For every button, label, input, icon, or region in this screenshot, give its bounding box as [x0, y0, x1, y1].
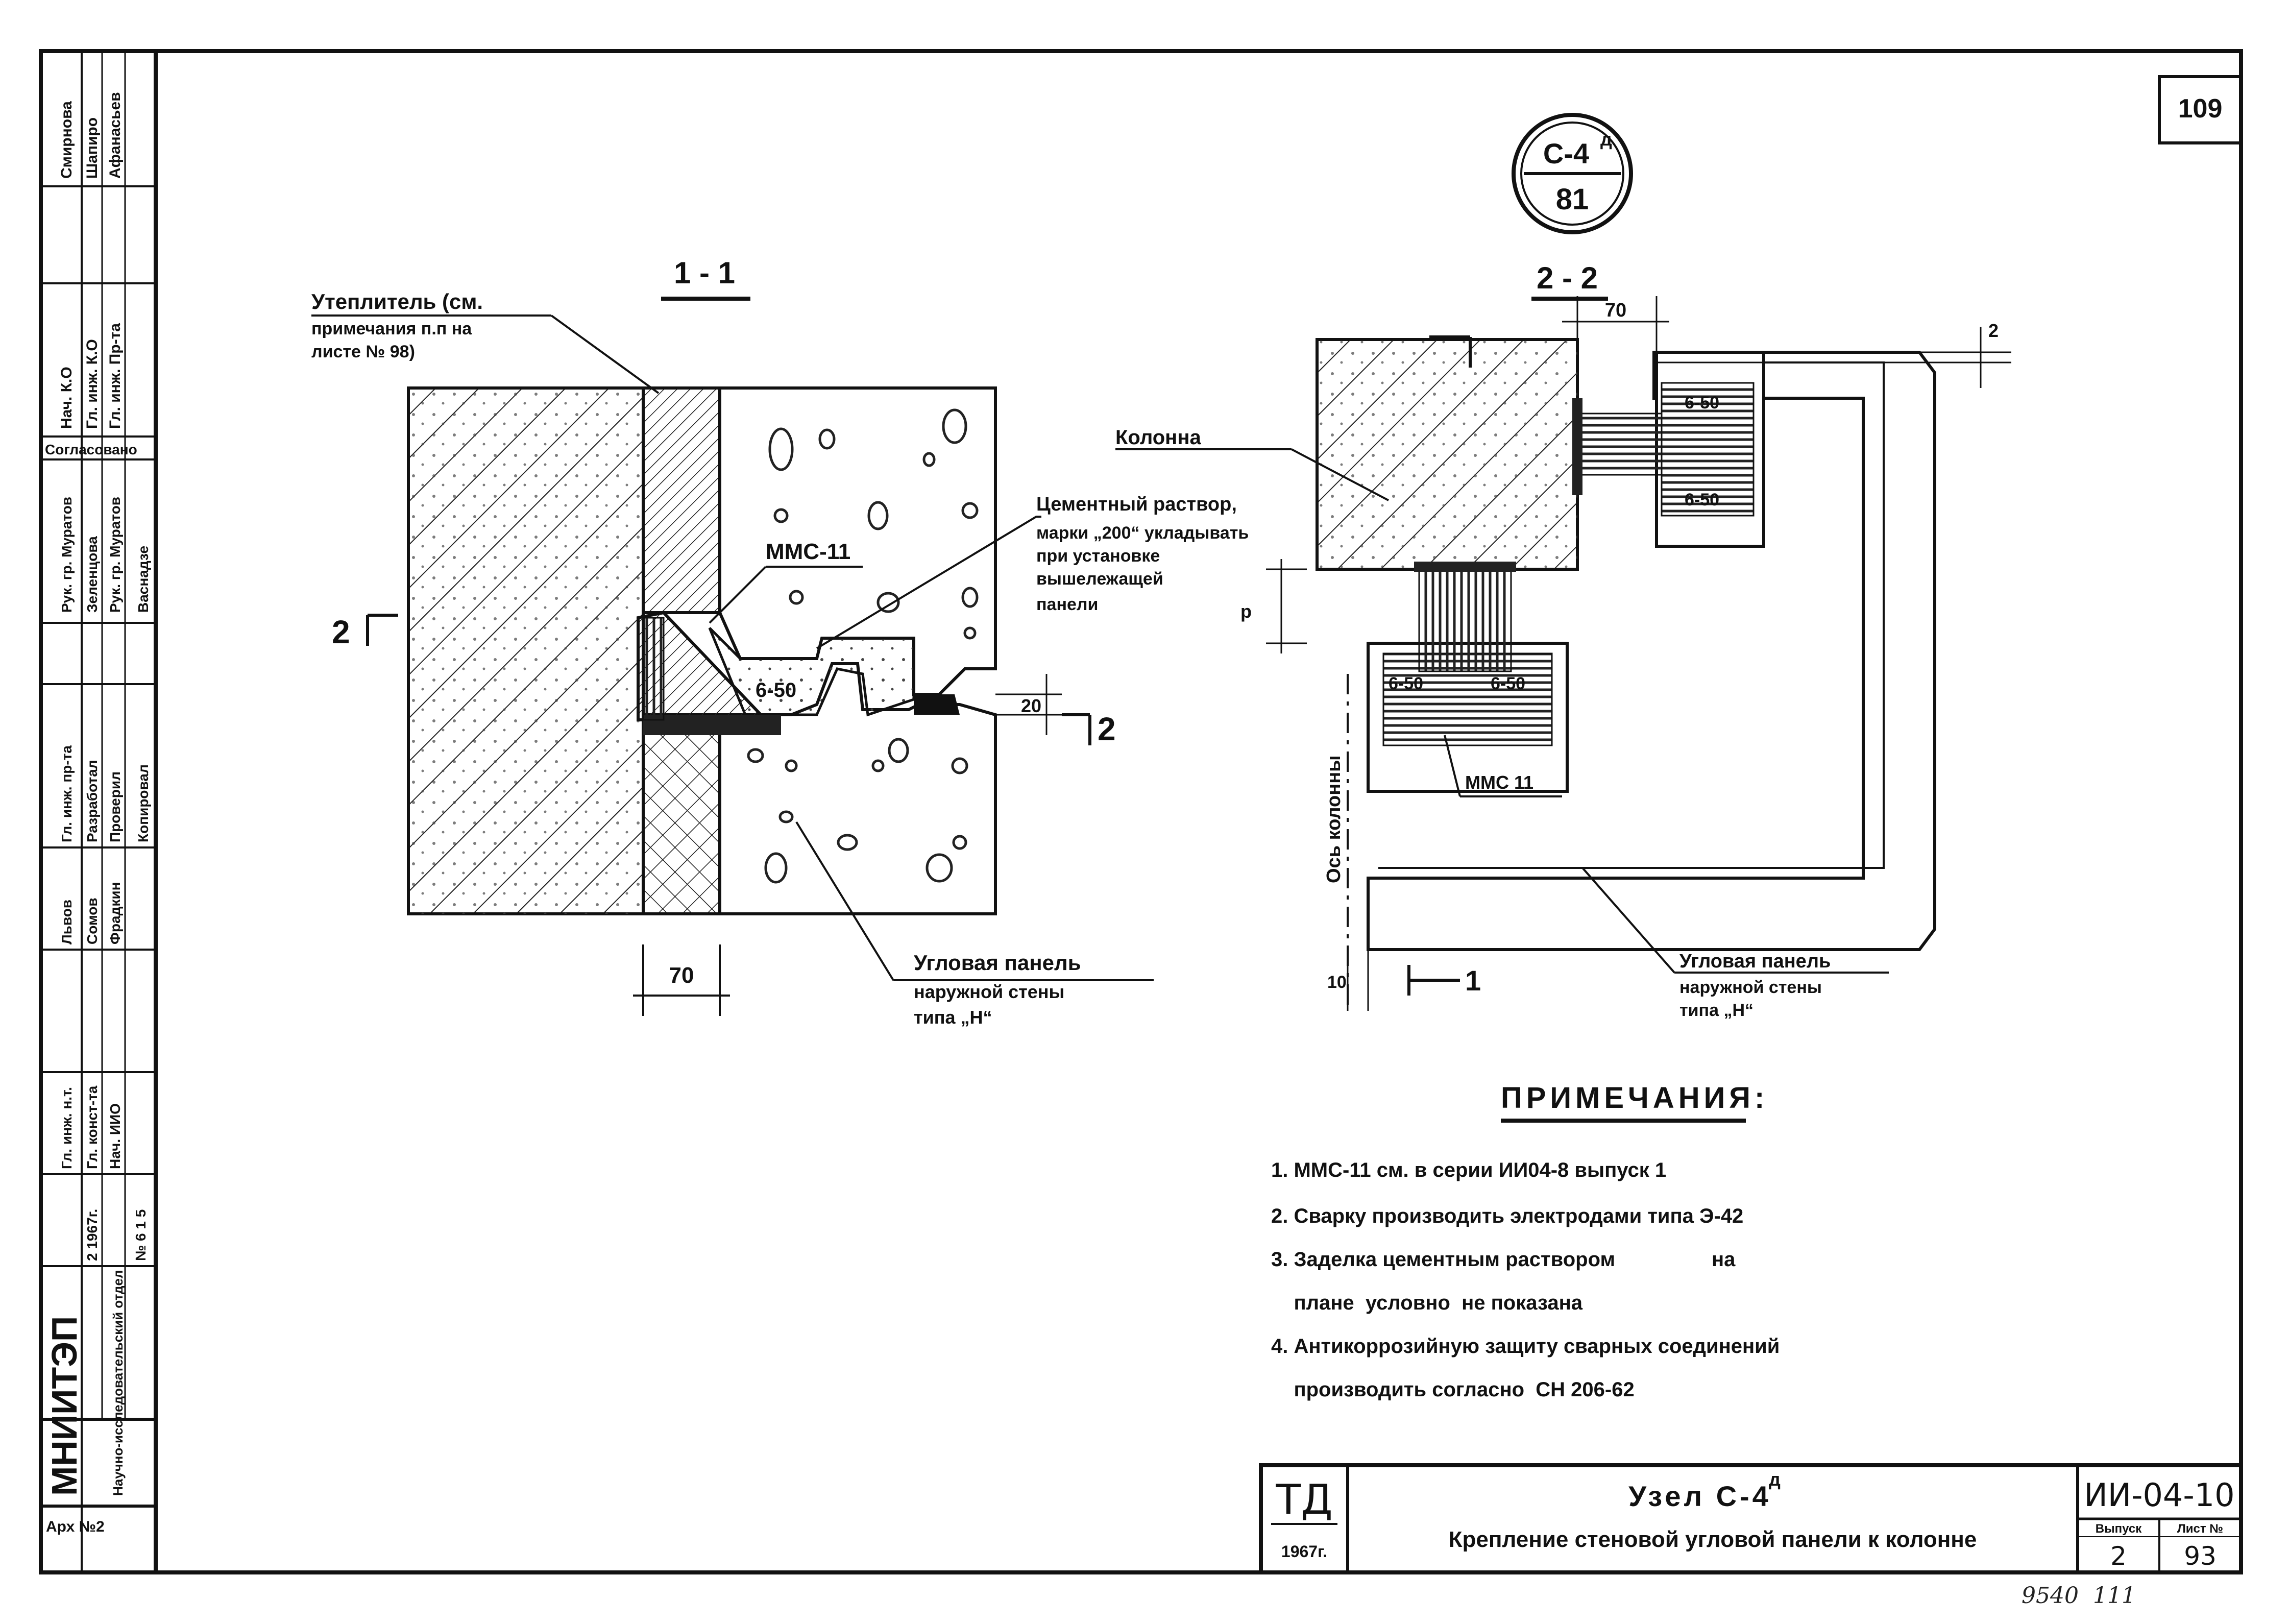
stamp-role-low-1: Гл. инж. пр-та — [59, 745, 75, 842]
stamp-role-bottom-1: Гл. инж. н.т. — [59, 1087, 75, 1169]
stamp-name-low-3: Фрадкин — [107, 882, 123, 945]
notes-block: ПРИМЕЧАНИЯ: 1. ММС-11 см. в серии ИИ04-8… — [1271, 1081, 1780, 1401]
weld-label-2d: 6-50 — [1491, 674, 1525, 693]
title-series: ИИ-04-10 — [2084, 1476, 2234, 1514]
stamp-archive: Арх №2 — [46, 1518, 105, 1535]
mortar-note-5: панели — [1036, 595, 1098, 614]
dim-10: 10 — [1327, 973, 1347, 992]
insulation-note-2: примечания п.п на — [311, 319, 472, 338]
section-1-mms-label: ММС-11 — [766, 539, 850, 564]
stamp-name-top-3: Афанасьев — [107, 92, 124, 179]
title-issue: 2 — [2110, 1541, 2127, 1571]
node-mark-sup: д — [1600, 129, 1612, 150]
note-4: 4. Антикоррозийную защиту сварных соедин… — [1271, 1335, 1780, 1358]
title-description: Крепление стеновой угловой панели к коло… — [1449, 1527, 1977, 1552]
mortar-note-4: вышележащей — [1036, 569, 1163, 589]
title-issue-label: Выпуск — [2096, 1522, 2142, 1536]
section-2-mark: 1 — [1465, 964, 1481, 997]
mortar-note-1: Цементный раствор, — [1036, 494, 1237, 515]
insulation-lower — [642, 713, 721, 915]
stamp-role-bottom-3: Нач. ИИО — [107, 1103, 123, 1169]
dim-2: 2 — [1988, 320, 1999, 341]
dim-p: p — [1240, 601, 1252, 622]
note-3-cont: плане условно не показана — [1271, 1292, 1583, 1314]
dim-70-section-1: 70 — [669, 963, 694, 988]
section-1-panel-note-2: наружной стены — [914, 981, 1064, 1002]
axis-label: Ось колонны — [1323, 755, 1345, 883]
notes-title: ПРИМЕЧАНИЯ: — [1501, 1081, 1768, 1114]
note-1: 1. ММС-11 см. в серии ИИ04-8 выпуск 1 — [1271, 1159, 1666, 1181]
insulation-note-1: Утеплитель (см. — [311, 289, 483, 313]
section-2-mms-label: ММС 11 — [1465, 772, 1533, 793]
stamp-agreed: Согласовано — [45, 442, 137, 457]
stamp-year-1: 2 1967г. — [84, 1209, 100, 1261]
stamp-org: МНИИТЭП — [44, 1316, 84, 1496]
sheet-frame — [39, 49, 2243, 1574]
weld-label-2a: 6-50 — [1685, 393, 1719, 413]
section-2-title: 2 - 2 — [1537, 261, 1598, 295]
column-label: Колонна — [1115, 426, 1201, 449]
weld-label-1: 6-50 — [756, 679, 796, 701]
title-node: Узел С-4 — [1628, 1480, 1771, 1512]
stamp-role-low-3: Проверил — [107, 771, 123, 842]
insulation-note-3: листе № 98) — [311, 342, 415, 361]
stamp-name-low-1: Львов — [59, 900, 75, 944]
weld-label-2b: 6-50 — [1685, 490, 1719, 510]
stamp-role-bottom-2: Гл. конст-та — [84, 1085, 100, 1169]
section-2-panel-note-1: Угловая панель — [1679, 951, 1831, 972]
stamp-year-2: № 6 1 5 — [133, 1209, 149, 1261]
dim-70-section-2: 70 — [1605, 300, 1626, 321]
stamp-name-top-1: Смирнова — [58, 101, 75, 179]
stamp-role-top-2: Гл. инж. К.О — [84, 339, 101, 429]
insulation-upper — [642, 386, 721, 614]
node-mark-top: С-4 — [1543, 137, 1589, 169]
stamp-role-top-3: Гл. инж. Пр-та — [107, 323, 124, 429]
section-2-2: 2 - 2 Колонна 6-50 6-50 6-50 6-50 ММС 11… — [1115, 261, 2011, 1020]
side-stamp: Смирнова Шапиро Афанасьев Нач. К.О Гл. и… — [41, 51, 156, 1572]
dim-20: 20 — [1021, 695, 1041, 716]
title-sheet-label: Лист № — [2177, 1522, 2223, 1536]
stamp-org-sub: Научно-исследовательский отдел — [110, 1270, 126, 1496]
title-td: ТД — [1275, 1476, 1332, 1523]
section-1-mark-right: 2 — [1098, 711, 1116, 747]
title-block: ТД 1967г. Узел С-4 д Крепление стеновой … — [1259, 1463, 2243, 1574]
stamp-name-low-2: Сомов — [84, 898, 100, 944]
stamp-role-low-2: Разработал — [84, 760, 100, 842]
node-mark: С-4 д 81 — [1512, 113, 1633, 234]
title-year: 1967г. — [1281, 1542, 1327, 1561]
stamp-role-mid-2: Зеленцова — [84, 536, 100, 613]
note-3: 3. Заделка цементным раствором на — [1271, 1248, 1736, 1271]
section-2-panel-note-3: типа „Н“ — [1679, 1001, 1754, 1020]
bottom-handwritten-number: 9540 111 — [2022, 1583, 2136, 1609]
stamp-role-mid-4: Васнадзе — [135, 546, 151, 613]
mortar-note-3: при установке — [1036, 546, 1160, 566]
stamp-name-top-2: Шапиро — [84, 117, 101, 179]
section-1-panel-note-3: типа „Н“ — [914, 1007, 992, 1028]
title-sheet: 93 — [2184, 1541, 2217, 1571]
node-mark-bottom: 81 — [1556, 183, 1589, 216]
stamp-role-low-4: Копировал — [135, 764, 151, 842]
section-2-panel-note-2: наружной стены — [1679, 978, 1822, 997]
section-1-1: 1 - 1 — [311, 256, 1249, 1028]
stamp-role-mid-1: Рук. гр. Муратов — [59, 497, 75, 613]
section-1-title: 1 - 1 — [674, 256, 735, 290]
stamp-role-top-1: Нач. К.О — [58, 367, 75, 429]
mortar-bed — [708, 627, 915, 717]
page-number: 109 — [2178, 94, 2223, 124]
note-2: 2. Сварку производить электродами типа Э… — [1271, 1205, 1743, 1227]
section-1-mark-left: 2 — [332, 614, 350, 650]
note-4-cont: производить согласно СН 206-62 — [1271, 1378, 1635, 1401]
stamp-role-mid-3: Рук. гр. Муратов — [107, 497, 123, 613]
section-1-panel-note-1: Угловая панель — [914, 951, 1081, 975]
page-number-box: 109 — [2158, 75, 2243, 144]
title-node-sup: д — [1769, 1469, 1781, 1490]
mortar-note-2: марки „200“ укладывать — [1036, 523, 1249, 543]
weld-label-2c: 6-50 — [1389, 674, 1423, 693]
